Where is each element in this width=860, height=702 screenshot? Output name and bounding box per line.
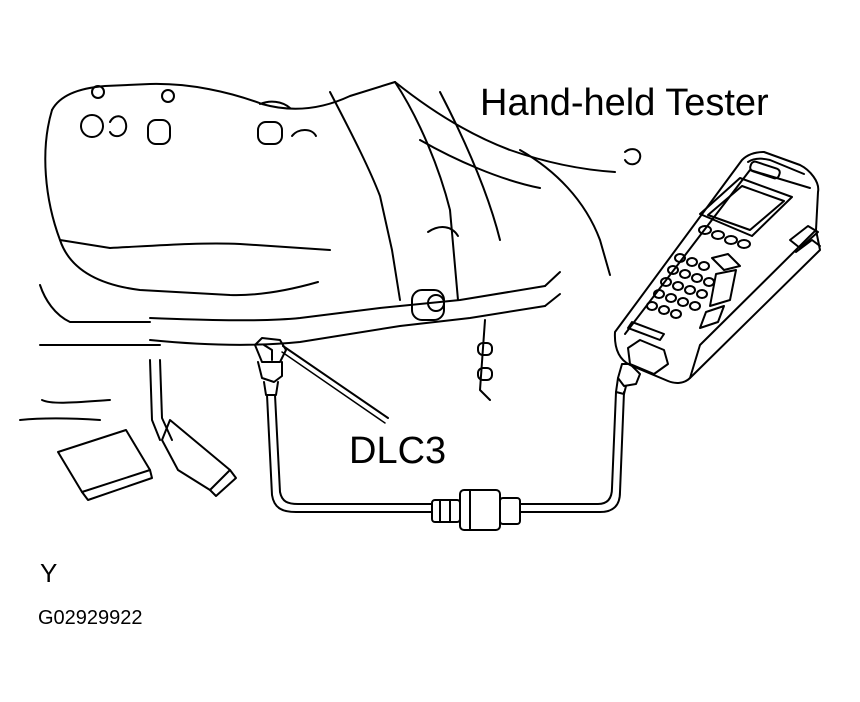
dlc3-leader-line xyxy=(282,345,389,419)
pedals xyxy=(57,359,237,501)
hand-held-tester-device xyxy=(613,151,821,395)
dlc3-connector xyxy=(254,337,287,396)
cable-adapter xyxy=(431,489,521,531)
dlc3-leader-line-inner xyxy=(281,351,386,424)
tester-cable xyxy=(266,391,625,513)
tester-keypad xyxy=(646,253,741,329)
figure-id-label: G02929922 xyxy=(38,607,143,629)
dlc3-label: DLC3 xyxy=(349,430,447,472)
dashboard-lower-panel xyxy=(19,81,642,421)
hand-held-tester-label: Hand-held Tester xyxy=(480,82,769,124)
view-marker-label: Y xyxy=(40,558,58,588)
